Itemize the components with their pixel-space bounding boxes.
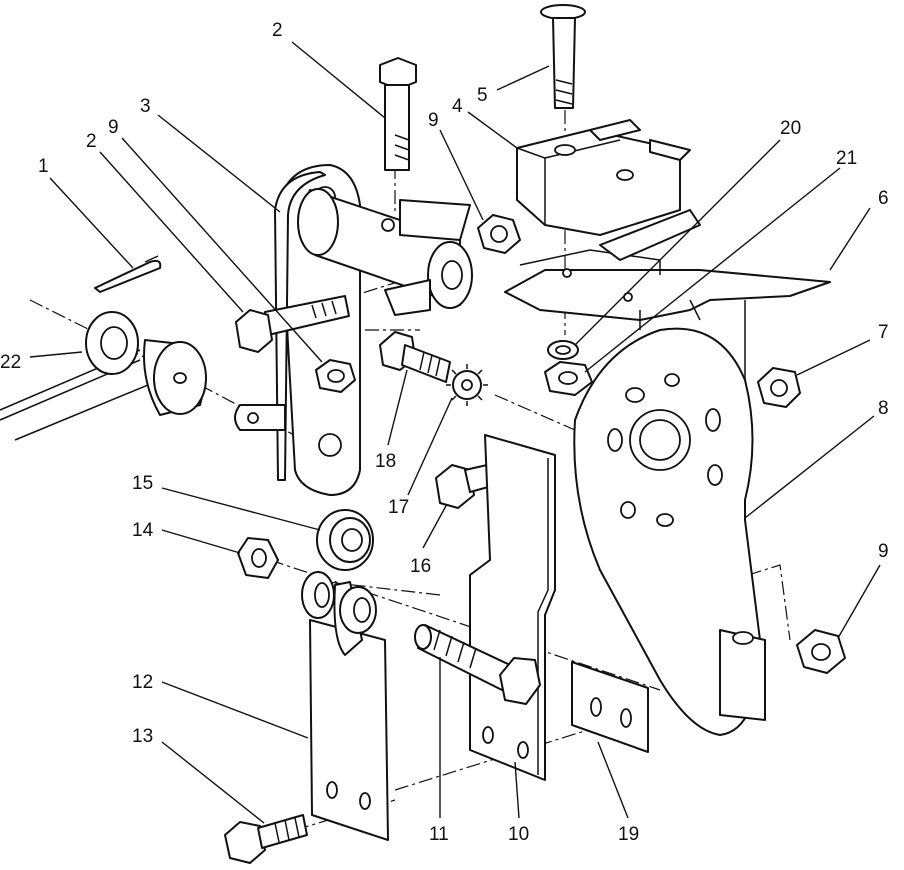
callout-12: 12 [132,672,153,693]
leader-lines [29,41,881,824]
callout-15: 15 [132,473,153,494]
leader-2-upper [291,41,386,119]
nut-14 [237,537,279,579]
screw-5 [540,4,586,109]
star-washer-17 [446,364,488,406]
leader-8 [744,415,875,519]
callout-14: 14 [132,520,154,541]
callout-17: 17 [388,497,409,518]
bolt-2-upper [379,57,417,171]
nut-21 [544,361,593,396]
callout-10: 10 [508,824,529,845]
bushing-15 [316,509,374,571]
callout-5: 5 [477,85,488,106]
link-12 [301,571,389,841]
nut-9-upper [477,214,521,254]
callout-1: 1 [38,156,49,177]
leader-15 [161,487,321,531]
mounting-plate-6 [504,209,831,321]
pivot-tube [297,188,473,316]
plate-19 [571,661,649,753]
switch-4 [516,119,691,236]
bolt-2-left [235,295,350,353]
callout-6: 6 [878,188,889,209]
callout-21: 21 [836,148,857,169]
callout-9-left: 9 [108,117,119,138]
callout-9-right: 9 [878,541,889,562]
leader-9-upper [439,129,484,221]
callout-2-left: 2 [86,131,97,152]
washer-22 [85,311,139,375]
leader-9-right [837,564,881,639]
callout-16: 16 [410,556,431,577]
lock-washer-20 [547,340,579,360]
main-bracket-8 [573,299,766,736]
leader-1 [49,177,134,269]
bolt-18 [379,331,451,383]
leader-2-left [99,151,244,313]
bolt-13 [224,814,308,864]
leader-12 [161,681,309,739]
leader-21 [584,167,841,373]
callout-2-upper: 2 [272,20,283,41]
callout-19: 19 [618,824,639,845]
leader-3 [157,114,281,213]
callout-labels: 1 2 2 3 4 5 6 7 8 9 9 9 10 11 12 13 14 1… [0,20,889,845]
callout-11: 11 [429,824,449,845]
leader-6 [829,207,871,271]
leader-17 [407,397,453,496]
leader-9-left [121,137,323,363]
rod-shaft [0,349,161,441]
callout-8: 8 [878,398,889,419]
leader-18 [387,369,408,446]
callout-9-upper: 9 [428,110,439,131]
leader-22 [29,351,83,358]
nut-9-right [796,629,846,674]
leader-4 [467,111,518,149]
leader-7 [796,339,871,376]
nut-7 [757,367,801,408]
leader-14 [161,529,241,554]
leader-19 [597,741,629,819]
callout-4: 4 [452,96,463,117]
callout-13: 13 [132,726,153,747]
callout-22: 22 [0,352,21,373]
leader-5 [496,65,550,91]
leader-13 [161,741,265,824]
callout-18: 18 [375,451,396,472]
nut-9-left [315,359,356,393]
bolt-11 [414,624,541,705]
cotter-pin-1 [94,255,162,293]
callout-20: 20 [780,118,801,139]
leader-10 [514,761,520,819]
callout-7: 7 [878,322,889,343]
leader-20 [574,139,781,346]
clevis-collar [143,339,207,416]
leader-16 [422,503,448,549]
callout-3: 3 [140,96,151,117]
